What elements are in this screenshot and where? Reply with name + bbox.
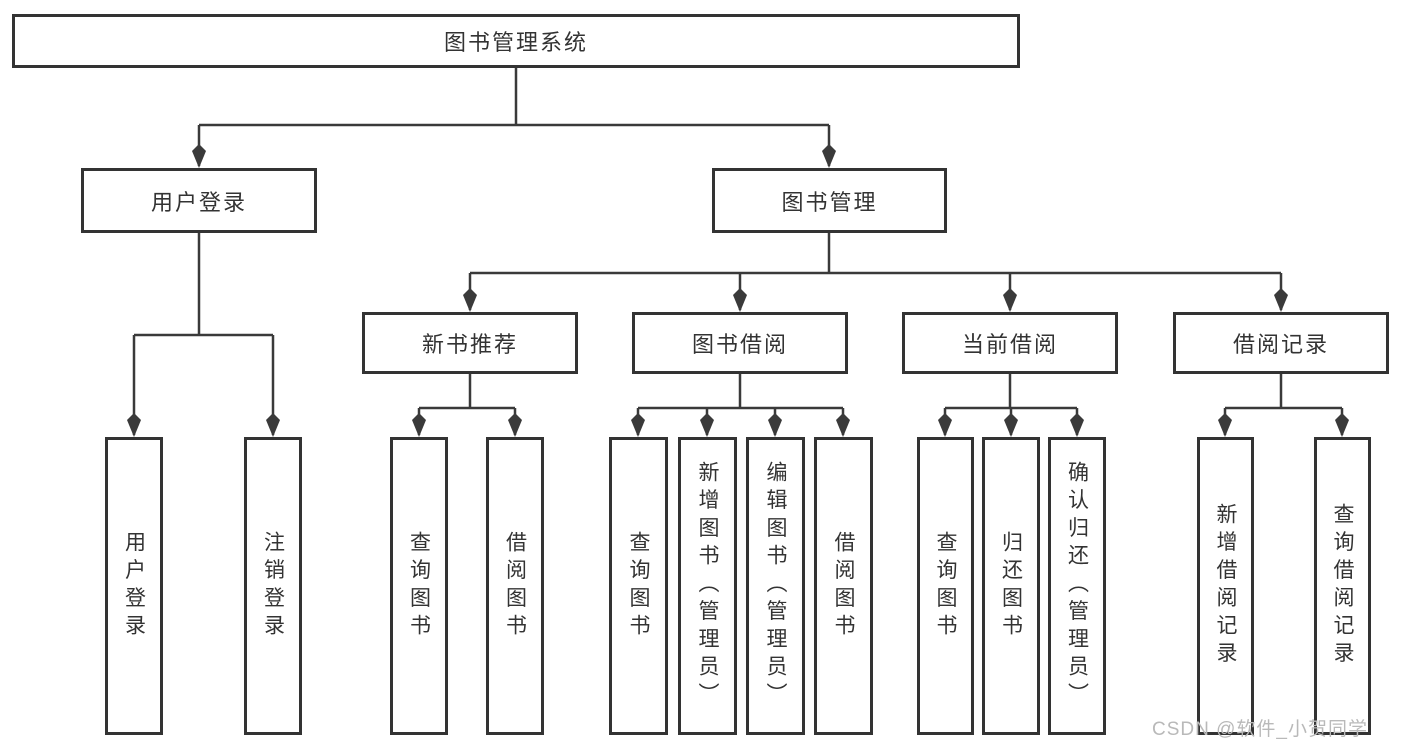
tree-connector-paths: [132, 68, 1344, 435]
leaf-borrow-books-1: 借阅图书: [486, 437, 544, 735]
leaf-add-borrow-record: 新增借阅记录: [1197, 437, 1254, 735]
node-label: 查询图书: [407, 530, 431, 642]
leaf-query-books-3: 查询图书: [917, 437, 974, 735]
csdn-watermark: CSDN @软件_小贺同学: [1152, 719, 1368, 740]
node-label: 归还图书: [999, 530, 1023, 642]
node-label: 注销登录: [261, 530, 285, 642]
leaf-edit-books-admin: 编辑图书（管理员）: [746, 437, 805, 735]
node-label: 图书借阅: [691, 332, 788, 357]
node-label: 编辑图书（管理员）: [764, 461, 787, 711]
node-label: 新增图书（管理员）: [696, 461, 719, 711]
arrow-down-icons: [127, 144, 1349, 437]
node-label: 查询借阅记录: [1331, 502, 1354, 670]
node-label: 借阅记录: [1232, 332, 1329, 357]
node-user-login-branch: 用户登录: [81, 168, 317, 233]
leaf-return-books: 归还图书: [982, 437, 1040, 735]
node-label: 当前借阅: [961, 332, 1058, 357]
leaf-query-borrow-record: 查询借阅记录: [1314, 437, 1371, 735]
leaf-logout: 注销登录: [244, 437, 302, 735]
node-label: 用户登录: [122, 530, 146, 642]
leaf-add-books-admin: 新增图书（管理员）: [678, 437, 737, 735]
node-new-book-recommendation: 新书推荐: [362, 312, 578, 374]
node-label: 查询图书: [627, 530, 650, 642]
leaf-borrow-books-2: 借阅图书: [814, 437, 873, 735]
node-label: 用户登录: [150, 189, 247, 215]
node-label: 查询图书: [934, 530, 957, 642]
node-label: 借阅图书: [503, 530, 527, 642]
node-borrowing-records: 借阅记录: [1173, 312, 1389, 374]
node-book-management-branch: 图书管理: [712, 168, 947, 233]
node-label: 图书管理: [781, 189, 878, 215]
node-label: 确认归还（管理员）: [1065, 461, 1089, 711]
leaf-query-books-2: 查询图书: [609, 437, 668, 735]
leaf-user-login: 用户登录: [105, 437, 163, 735]
node-label: 图书管理系统: [443, 30, 588, 55]
node-current-borrowing: 当前借阅: [902, 312, 1118, 374]
leaf-query-books-1: 查询图书: [390, 437, 448, 735]
leaf-confirm-return-admin: 确认归还（管理员）: [1048, 437, 1106, 735]
node-book-borrowing: 图书借阅: [632, 312, 848, 374]
node-label: 新书推荐: [421, 332, 518, 357]
node-library-management-system: 图书管理系统: [12, 14, 1020, 68]
node-label: 借阅图书: [832, 530, 855, 642]
node-label: 新增借阅记录: [1214, 502, 1237, 670]
